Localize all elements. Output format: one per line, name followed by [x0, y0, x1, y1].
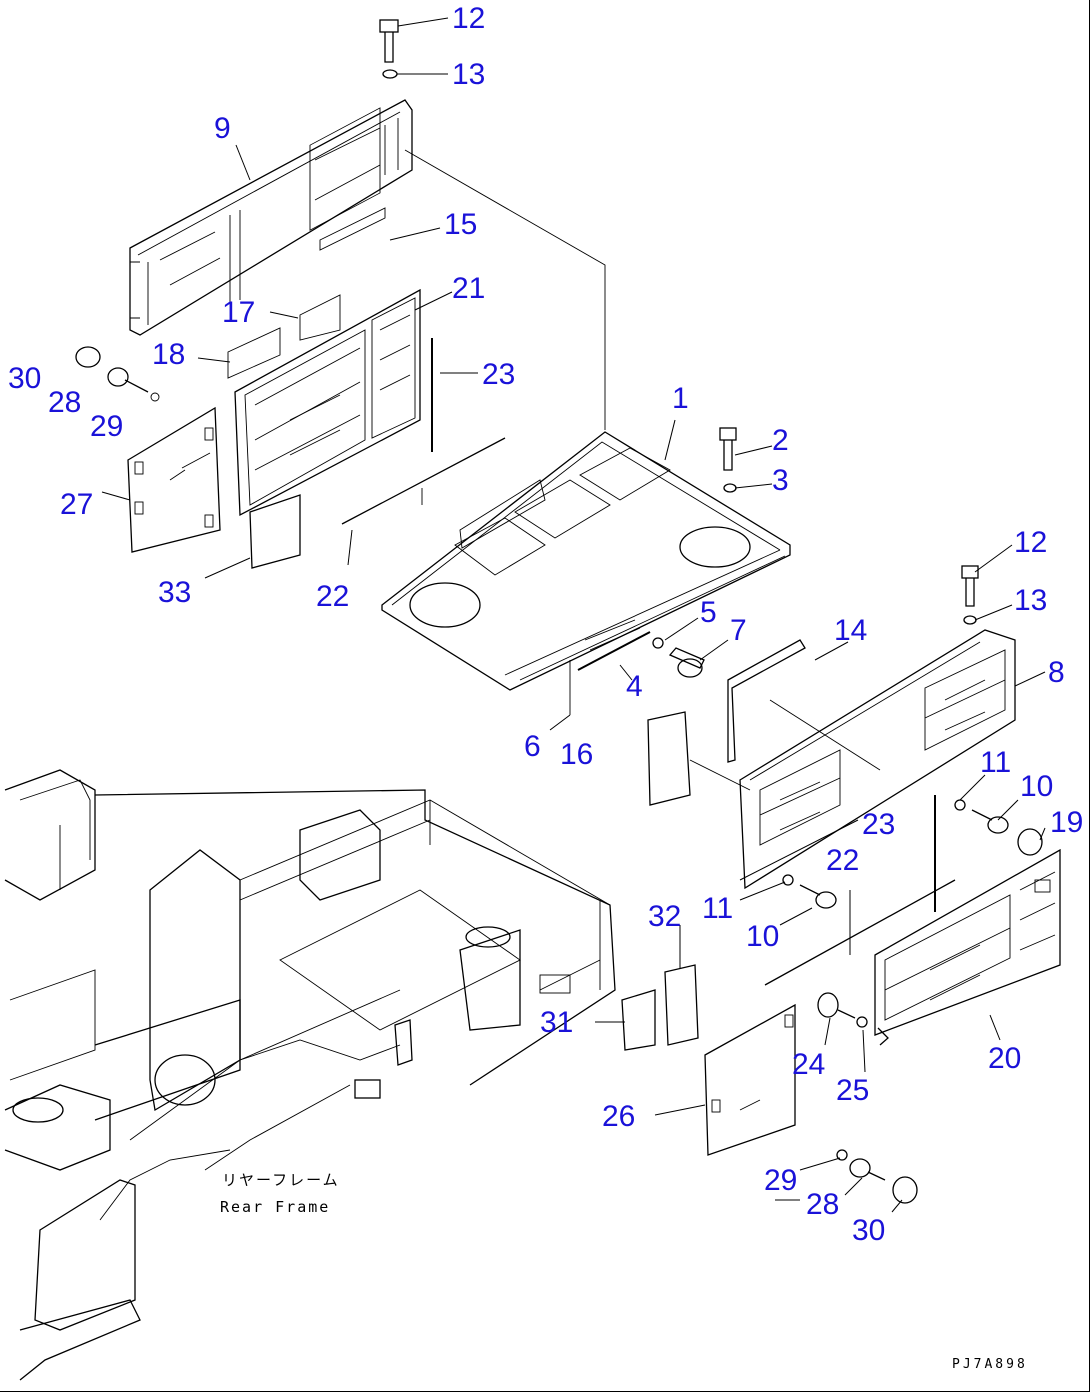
callout-31: 31: [540, 1006, 573, 1039]
callout-18: 18: [152, 338, 185, 371]
callout-30-lower: 30: [852, 1214, 885, 1247]
callout-28-upper: 28: [48, 386, 81, 419]
callout-20: 20: [988, 1042, 1021, 1075]
callout-27: 27: [60, 488, 93, 521]
callout-22-upper: 22: [316, 580, 349, 613]
door-26-drawing: [704, 1003, 796, 1156]
cover-8-drawing: [739, 629, 1016, 890]
callout-29-lower: 29: [764, 1164, 797, 1197]
callout-28-lower: 28: [806, 1188, 839, 1221]
pad-32-drawing: [664, 964, 699, 1046]
callout-32: 32: [648, 900, 681, 933]
pad-31-drawing: [621, 989, 656, 1051]
callout-numbers: 12 13 9 15 21 17 18 30 28 29 23 27 33 22…: [8, 2, 1083, 1247]
panel-20-drawing: [874, 848, 1061, 1036]
strip-22-upper: [341, 437, 506, 525]
callout-22-lower: 22: [826, 844, 859, 877]
callout-4: 4: [626, 670, 643, 703]
guide-14: [769, 699, 881, 771]
callout-12-right: 12: [1014, 526, 1047, 559]
callout-23-lower: 23: [862, 808, 895, 841]
callout-29-upper: 29: [90, 410, 123, 443]
knob-assembly-upper: [75, 346, 160, 402]
hardware-10-11-19-right: [954, 799, 1043, 856]
callout-9: 9: [214, 112, 231, 145]
callout-33: 33: [158, 576, 191, 609]
callout-13-right: 13: [1014, 584, 1047, 617]
callout-1: 1: [672, 382, 689, 415]
callout-25: 25: [836, 1074, 869, 1107]
callout-15: 15: [444, 208, 477, 241]
pad-33-drawing: [249, 494, 301, 569]
bolt-12-13-right: [961, 565, 979, 625]
callout-23-upper: 23: [482, 358, 515, 391]
rear-frame-label-jp: リヤーフレーム: [222, 1171, 340, 1189]
bolt-2-3: [719, 427, 737, 493]
rear-frame-drawing: [4, 769, 616, 1381]
plates-15-17-18: [227, 207, 386, 379]
callout-6: 6: [524, 730, 541, 763]
assembly-guide-lines: [404, 149, 606, 715]
drawing-code: PJ7A898: [952, 1357, 1028, 1372]
callout-2: 2: [772, 424, 789, 457]
leader-lines: [101, 17, 1046, 1213]
knob-assembly-lower: [836, 1149, 918, 1204]
callout-21: 21: [452, 272, 485, 305]
callout-14: 14: [834, 614, 867, 647]
callout-8: 8: [1048, 656, 1065, 689]
parts-4-5-7: [577, 631, 705, 678]
callout-19: 19: [1050, 806, 1083, 839]
hardware-10-11-center: [782, 874, 837, 909]
pad-16-drawing: [647, 711, 691, 806]
callout-16: 16: [560, 738, 593, 771]
callout-26: 26: [602, 1100, 635, 1133]
rear-frame-label-en: Rear Frame: [220, 1198, 330, 1216]
bolt-12-13-top: [379, 19, 399, 79]
callout-7: 7: [730, 614, 747, 647]
callout-5: 5: [700, 596, 717, 629]
callout-3: 3: [772, 464, 789, 497]
cover-9-drawing: [129, 99, 413, 336]
callout-24: 24: [792, 1048, 825, 1081]
callout-11-center: 11: [702, 892, 733, 925]
callout-10-right: 10: [1020, 770, 1053, 803]
door-27-drawing: [127, 406, 221, 553]
panel-21-drawing: [234, 288, 421, 517]
callout-11-right: 11: [980, 746, 1011, 779]
floor-plate-1-drawing: [381, 431, 791, 691]
callout-13-top: 13: [452, 58, 485, 91]
callout-17: 17: [222, 296, 255, 329]
strip-22-lower: [764, 879, 956, 986]
callout-10-center: 10: [746, 920, 779, 953]
callout-12-top: 12: [452, 2, 485, 35]
hardware-24-25: [817, 992, 889, 1046]
plate-14-drawing: [727, 639, 806, 763]
callout-30-upper: 30: [8, 362, 41, 395]
